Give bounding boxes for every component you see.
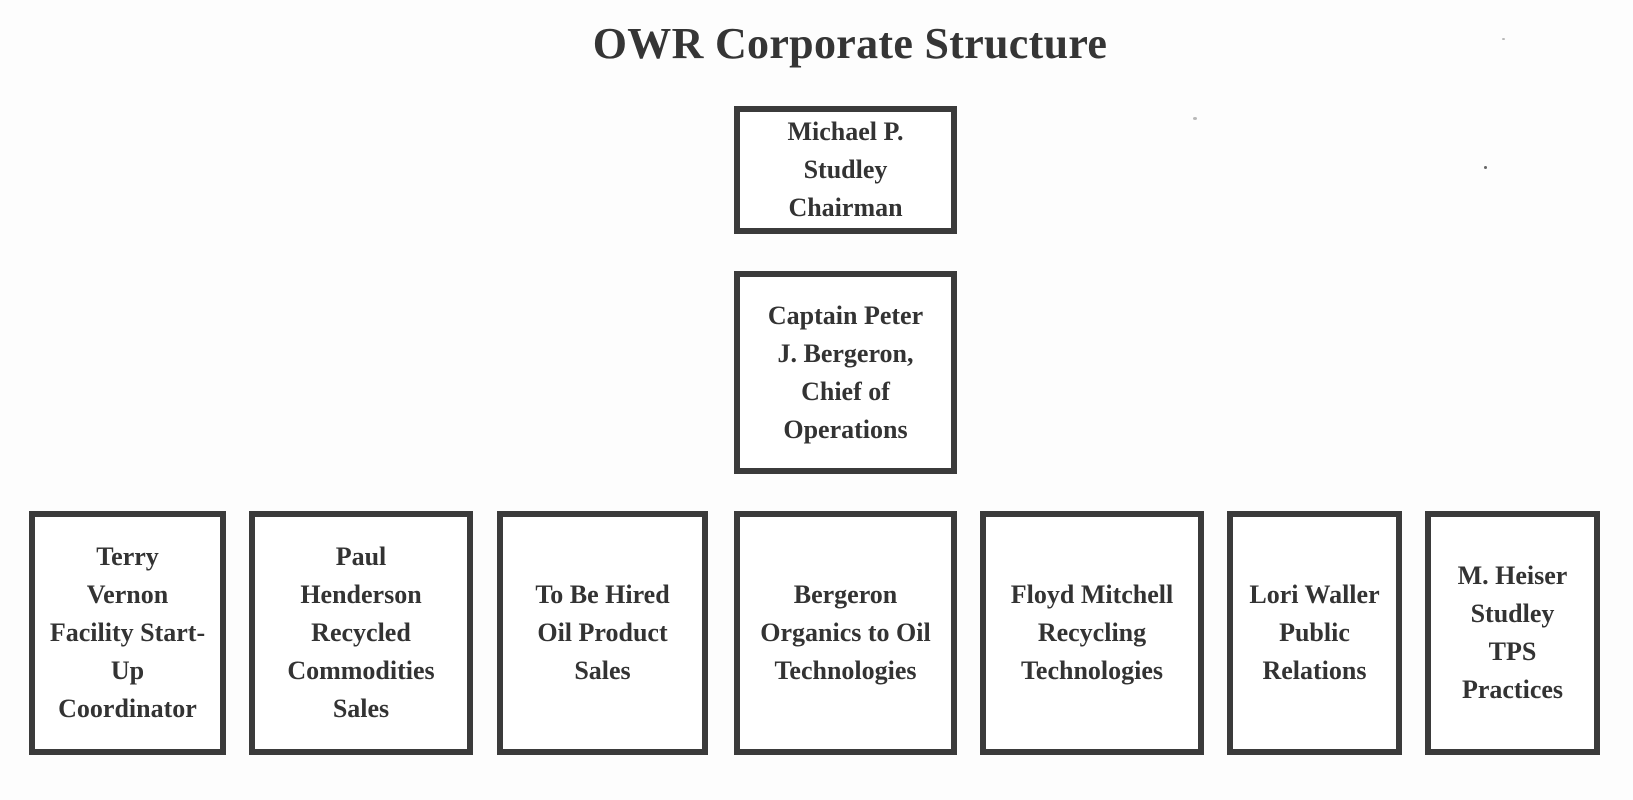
department-label: Floyd Mitchell Recycling Technologies [1010,580,1174,685]
chairman-label: Michael P. Studley Chairman [787,117,904,222]
scan-speck [1193,117,1197,120]
department-label: Terry Vernon Facility Start- Up Coordina… [49,542,206,723]
scan-speck [1484,166,1487,169]
chief-of-operations-label: Captain Peter J. Bergeron, Chief of Oper… [767,300,924,444]
department-box-recycled-commodities: Paul Henderson Recycled Commodities Sale… [249,511,473,755]
department-label: To Be Hired Oil Product Sales [535,580,670,685]
chairman-box: Michael P. Studley Chairman [734,106,957,234]
department-box-public-relations: Lori Waller Public Relations [1227,511,1402,755]
department-label: Paul Henderson Recycled Commodities Sale… [287,542,435,723]
department-box-oil-product-sales: To Be Hired Oil Product Sales [497,511,708,755]
department-label: M. Heiser Studley TPS Practices [1457,561,1568,704]
scan-speck [1502,38,1505,40]
department-box-facility-startup: Terry Vernon Facility Start- Up Coordina… [29,511,226,755]
chart-title: OWR Corporate Structure [592,19,1108,68]
department-box-recycling-technologies: Floyd Mitchell Recycling Technologies [980,511,1204,755]
department-label: Bergeron Organics to Oil Technologies [760,580,931,685]
chief-of-operations-box: Captain Peter J. Bergeron, Chief of Oper… [734,271,957,474]
department-label: Lori Waller Public Relations [1249,580,1380,685]
department-box-tps-practices: M. Heiser Studley TPS Practices [1425,511,1600,755]
department-box-organics-to-oil: Bergeron Organics to Oil Technologies [734,511,957,755]
